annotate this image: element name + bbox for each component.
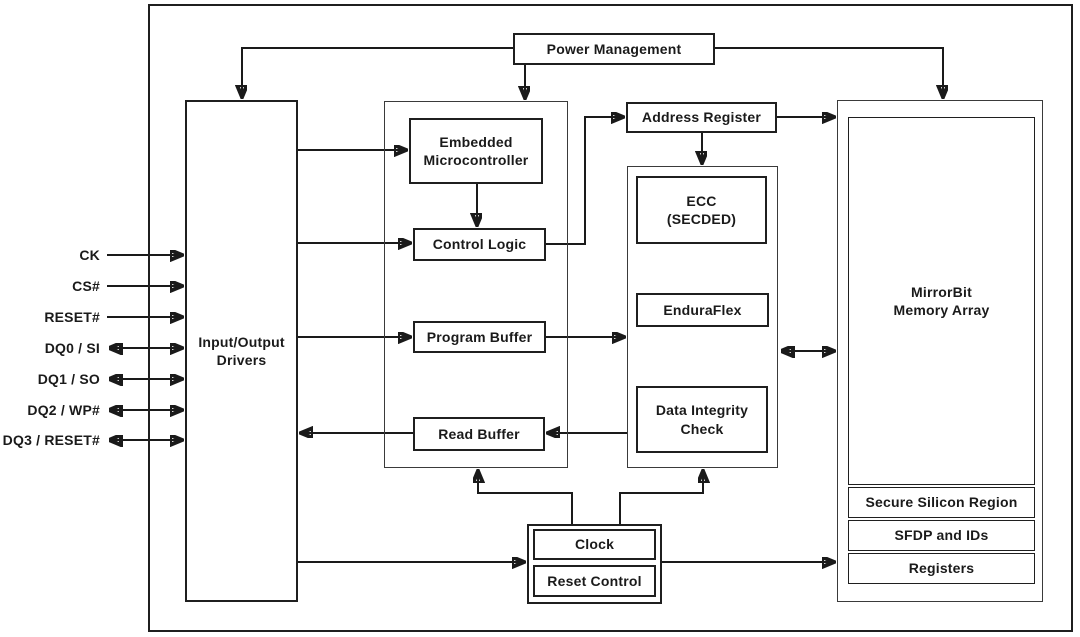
signal-lines <box>107 255 182 440</box>
block-clock: Clock <box>533 529 656 560</box>
block-control-logic: Control Logic <box>413 228 546 261</box>
signal-label-reset: RESET# <box>44 309 100 325</box>
wire-clock-to-ecc-container <box>619 471 703 524</box>
wire-control-to-address-register <box>546 117 623 245</box>
block-sfdp-and-ids: SFDP and IDs <box>848 520 1035 551</box>
signal-label-dq3-reset: DQ3 / RESET# <box>2 432 100 448</box>
block-enduraflex: EnduraFlex <box>636 293 769 327</box>
wire-clock-to-core-container <box>478 471 573 524</box>
clock-reset-container <box>527 524 662 604</box>
block-data-integrity-check: Data Integrity Check <box>636 386 768 453</box>
block-address-register: Address Register <box>626 102 777 133</box>
block-io-drivers: Input/Output Drivers <box>185 100 298 602</box>
block-secure-silicon-region: Secure Silicon Region <box>848 487 1035 518</box>
core-logic-container <box>384 101 568 468</box>
block-power-management: Power Management <box>513 33 715 65</box>
block-embedded-microcontroller: Embedded Microcontroller <box>409 118 543 184</box>
wire-pm-to-io <box>242 47 513 97</box>
block-program-buffer: Program Buffer <box>413 321 546 353</box>
signal-label-dq0-si: DQ0 / SI <box>44 340 100 356</box>
signal-label-dq1-so: DQ1 / SO <box>37 371 100 387</box>
wire-pm-to-memory <box>715 47 943 97</box>
memory-container <box>837 100 1043 602</box>
block-ecc-secded: ECC (SECDED) <box>636 176 767 244</box>
block-reset-control: Reset Control <box>533 565 656 597</box>
chip-boundary <box>148 4 1073 632</box>
block-read-buffer: Read Buffer <box>413 417 545 451</box>
signal-label-cs: CS# <box>72 278 100 294</box>
signal-label-ck: CK <box>79 247 100 263</box>
signal-label-dq2-wp: DQ2 / WP# <box>27 402 100 418</box>
block-registers: Registers <box>848 553 1035 584</box>
block-mirrorbit-memory-array: MirrorBit Memory Array <box>848 117 1035 485</box>
ecc-group-container <box>627 166 778 468</box>
